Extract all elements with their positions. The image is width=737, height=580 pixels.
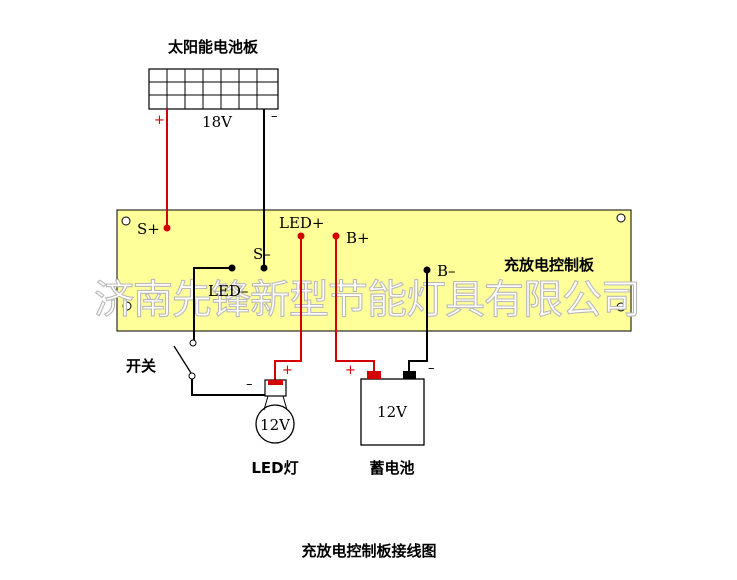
battery-minus-sign: –	[428, 361, 435, 376]
switch-label: 开关	[126, 357, 156, 375]
terminal-label-led-minus: LED–	[208, 282, 248, 300]
wire-battery-minus	[408, 270, 428, 371]
switch-symbol	[173, 339, 197, 380]
terminal-label-s-plus: S+	[137, 220, 160, 238]
led-minus-sign: –	[246, 377, 253, 392]
terminal-s-minus	[260, 264, 268, 272]
solar-panel-label: 太阳能电池板	[168, 38, 259, 56]
terminal-led-minus	[228, 264, 236, 272]
terminal-led-plus	[297, 232, 305, 240]
wire-led-minus-to-switch	[193, 267, 232, 340]
terminal-label-b-plus: B+	[346, 229, 370, 247]
mounting-hole	[122, 301, 132, 311]
terminal-label-s-minus: S–	[253, 245, 271, 263]
mounting-hole	[121, 216, 131, 226]
battery-voltage: 12V	[377, 403, 408, 421]
terminal-label-led-plus: LED+	[279, 214, 325, 232]
mounting-hole	[616, 302, 626, 312]
solar-plus-sign: +	[154, 113, 165, 128]
led-lamp	[255, 379, 295, 444]
wire-led-plus	[274, 236, 302, 380]
solar-voltage: 18V	[202, 113, 233, 131]
wire-switch-to-led	[191, 379, 271, 396]
battery-plus-sign: +	[345, 363, 356, 378]
watermark: 济南先锋新型节能灯具有限公司	[94, 277, 640, 323]
negative-wires	[191, 109, 428, 396]
solar-minus-sign: –	[271, 109, 278, 124]
positive-wires	[166, 109, 375, 380]
battery	[360, 371, 425, 446]
mounting-hole	[616, 213, 626, 223]
led-plus-sign: +	[282, 363, 293, 378]
battery-label: 蓄电池	[369, 459, 414, 477]
diagram-caption: 充放电控制板接线图	[301, 542, 436, 560]
terminal-s-plus	[163, 224, 171, 232]
controller-board	[116, 209, 632, 332]
terminal-b-minus	[423, 266, 431, 274]
wire-battery-plus	[335, 236, 375, 371]
terminal-b-plus	[332, 232, 340, 240]
led-lamp-label: LED灯	[251, 459, 298, 477]
controller-name: 充放电控制板	[504, 256, 595, 274]
solar-panel	[148, 68, 279, 110]
terminal-label-b-minus: B–	[437, 262, 456, 280]
led-lamp-voltage: 12V	[260, 416, 291, 434]
